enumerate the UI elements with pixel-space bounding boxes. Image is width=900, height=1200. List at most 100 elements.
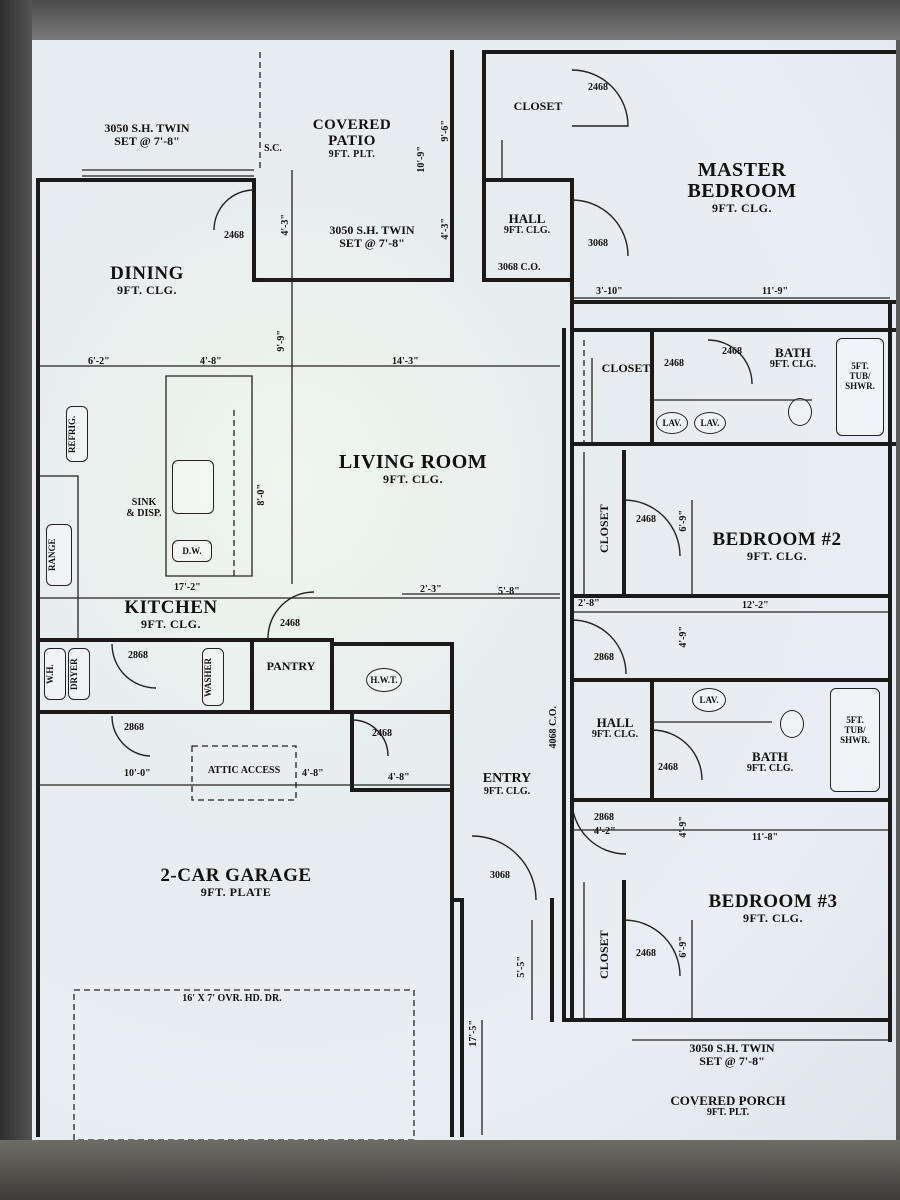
lav-master-1: LAV. [656,412,688,434]
door-swing-kitchen [111,643,157,689]
dim-11-8: 11'-8" [752,832,779,843]
desk-surface [0,1140,900,1200]
dim-8-0: 8'-0" [256,484,267,506]
door-swing-bed3-closet [623,919,681,977]
door-hwt-code: 2468 [372,728,392,739]
door-swing-hall-top [571,199,629,257]
bath-master-name: BATH [775,345,811,360]
lav-bath2: LAV. [692,688,726,712]
dim-4-3b: 4'-3" [440,218,451,240]
dim-4-9b: 4'-9" [678,816,689,838]
door-swing-dining [213,189,255,231]
door-swing-entry [471,835,537,901]
wall-garage-top-right [350,710,454,792]
dim-6-9: 6'-9" [678,510,689,532]
bedroom2-name: BEDROOM #2 [712,529,842,550]
sc-label: S.C. [264,143,282,154]
wall-pantry [250,642,354,714]
dim-4-8b: 4'-8" [302,768,324,779]
bedroom3-sub: 9FT. CLG. [743,910,803,925]
door-swing-top-closet [571,69,629,127]
door-hall-co-mid-code: 4068 C.O. [548,706,559,749]
hall-top-sub: 9FT. CLG. [503,224,551,236]
door-swing-master-bath [707,339,753,385]
kitchen-island [165,375,253,577]
dim-4-3: 4'-3" [280,214,291,236]
dim-11-9: 11'-9" [762,286,789,297]
monitor-bezel-top [0,0,900,40]
dining-name: DINING [110,263,184,284]
door-bed3-closet-code: 2468 [636,948,656,959]
dim-10-9: 10'-9" [416,146,427,173]
door-hall-mid-code: 2868 [594,652,614,663]
door-kitchen-code: 2868 [128,650,148,661]
hall-top-name: HALL [508,211,546,226]
dim-14-3: 14'-3" [392,356,419,367]
door-swing-hall-low [571,799,627,855]
door-hall-co-code: 3068 C.O. [498,262,541,273]
garage-name: 2-CAR GARAGE [160,865,312,886]
door-swing-laundry [111,715,151,757]
dim-4-8: 4'-8" [200,356,222,367]
dryer: DRYER [68,648,90,700]
door-swing-bed2-closet [623,499,681,557]
attic-access-label: ATTIC ACCESS [207,765,281,776]
water-heater: W.H. [44,648,66,700]
window-dining [82,169,254,177]
kitchen-name: KITCHEN [124,597,218,618]
dim-4-2: 4'-2" [594,826,616,837]
dim-6-9b: 6'-9" [678,936,689,958]
door-bed2-closet-code: 2468 [636,514,656,525]
toilet-master [788,398,812,426]
dim-2-8: 2'-8" [578,598,600,609]
closet-bed3-label: CLOSET [597,930,611,980]
bedroom3-name: BEDROOM #3 [708,891,838,912]
dim-6-2: 6'-2" [88,356,110,367]
closet-top-label: CLOSET [513,99,563,113]
dim-4-9: 4'-9" [678,626,689,648]
kitchen-counter-left [38,475,79,640]
dim-2-3: 2'-3" [420,584,442,595]
hot-water-tank: H.W.T. [366,668,402,692]
bath2-name: BATH [752,749,788,764]
covered-patio-name: COVERED PATIO [312,117,392,149]
hall-mid-sub: 9FT. CLG. [591,728,639,740]
dining-sub: 9FT. CLG. [117,282,177,297]
patio-window-note: 3050 S.H. TWIN SET @ 7'-8" [329,223,415,250]
door-swing-bath2 [651,729,703,781]
pantry-label: PANTRY [266,659,316,673]
washer: WASHER [202,648,224,706]
porch-window-note: 3050 S.H. TWIN SET @ 7'-8" [689,1041,775,1068]
entry-sub: 9FT. CLG. [483,785,531,797]
wall-patio-right [482,50,574,282]
door-hall-top-code: 3068 [588,238,608,249]
wall-entry-left [450,898,464,1137]
dishwasher: D.W. [172,540,212,562]
dim-3-10: 3'-10" [596,286,623,297]
bath2-sub: 9FT. CLG. [746,762,794,774]
dim-5-8: 5'-8" [498,586,520,597]
covered-porch-name: COVERED PORCH [670,1093,786,1108]
hall-mid-name: HALL [596,715,634,730]
dim-9-9: 9'-9" [276,330,287,352]
refrigerator: REFRIG. [66,406,88,462]
door-dining-code: 2468 [224,230,244,241]
door-swing-pantry [267,591,315,639]
master-bedroom-sub: 9FT. CLG. [712,201,772,215]
door-swing-hall-mid [571,619,627,675]
dim-17-5: 17'-5" [468,1020,479,1047]
master-bedroom-name: MASTER BEDROOM [687,159,797,202]
wall-hwt [350,642,454,714]
monitor-bezel-left [0,0,32,1140]
garage-door-label: 16' X 7' OVR. HD. DR. [182,993,282,1004]
door-swing-hwt [351,719,389,757]
